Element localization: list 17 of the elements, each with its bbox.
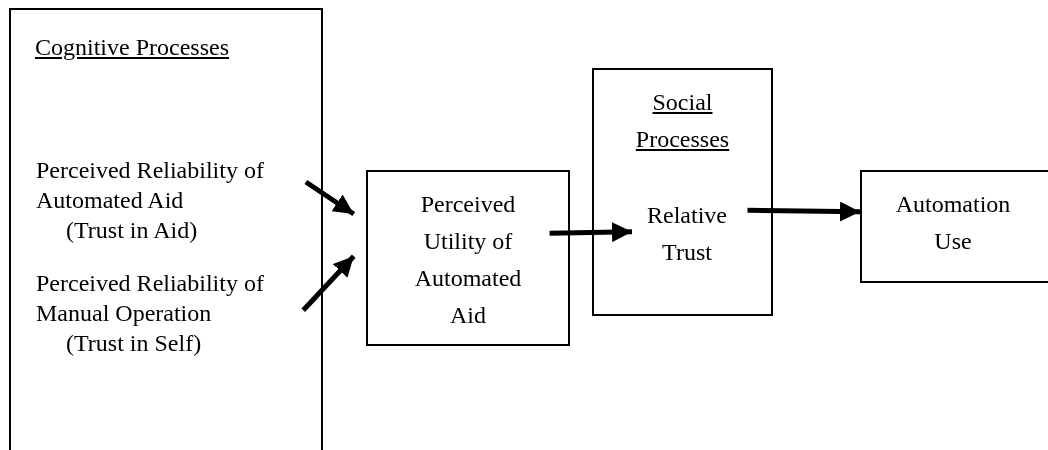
process-box (592, 68, 773, 316)
factor-subtext: (Trust in Self) (66, 329, 203, 358)
process-box (860, 170, 1048, 283)
factor-text: Perceived Reliability of Manual Operation (36, 269, 265, 328)
factor-subtext: (Trust in Aid) (66, 216, 199, 245)
box-label: Automation Use (894, 190, 1012, 256)
arrow (747, 201, 861, 222)
process-box (9, 8, 323, 450)
arrow (304, 179, 356, 217)
section-heading: Cognitive Processes (35, 33, 230, 62)
arrow (549, 222, 633, 243)
arrow (301, 254, 356, 312)
box-label: Relative Trust (646, 201, 728, 267)
box-label: Perceived Utility of Automated Aid (413, 190, 523, 330)
process-box (366, 170, 570, 346)
factor-text: Perceived Reliability of Automated Aid (36, 156, 265, 215)
section-heading: Social Processes (634, 88, 731, 154)
